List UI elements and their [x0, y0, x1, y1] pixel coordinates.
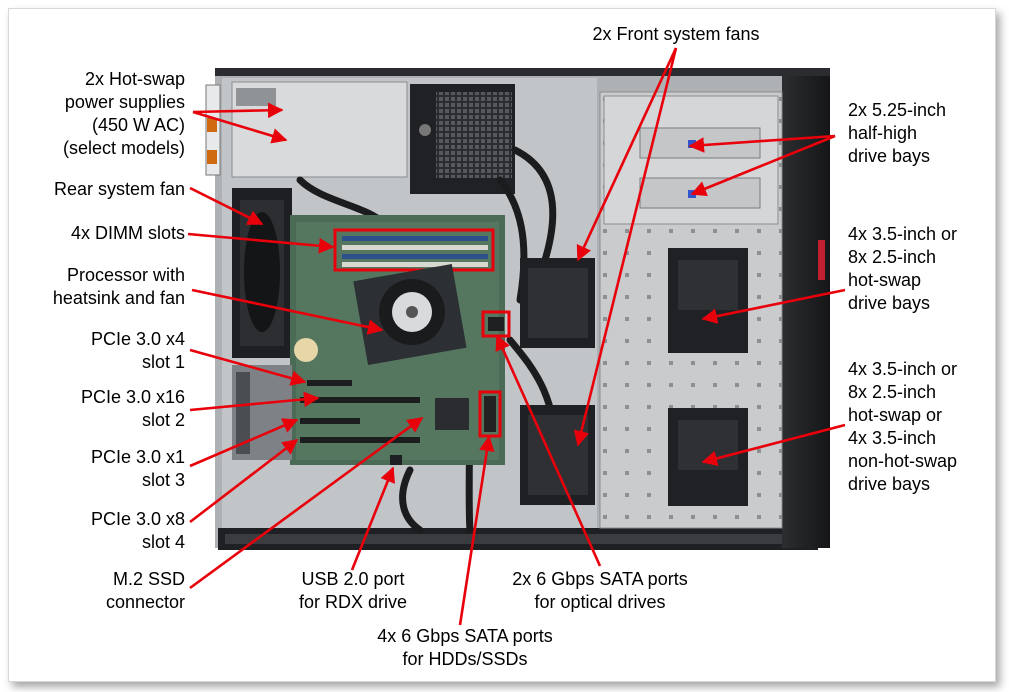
rear-fan — [232, 188, 292, 358]
power-supply-area — [205, 81, 515, 194]
label-pcie-slot-3: PCIe 3.0 x1 slot 3 — [90, 447, 185, 490]
callout-arrows — [187, 47, 846, 626]
board-components — [390, 310, 511, 465]
label-pcie-slot-4: PCIe 3.0 x8 slot 4 — [90, 509, 185, 552]
label-rear-fan: Rear system fan — [53, 179, 185, 199]
label-pcie-slot-2: PCIe 3.0 x16 slot 2 — [80, 387, 185, 430]
label-525-bays: 2x 5.25-inch half-high drive bays — [848, 100, 947, 166]
drive-cage — [599, 91, 783, 529]
label-sata-optical: 2x 6 Gbps SATA ports for optical drives — [512, 569, 688, 612]
label-mixed-bays: 4x 3.5-inch or 8x 2.5-inch hot-swap or 4… — [848, 359, 958, 494]
label-hotswap-bays: 4x 3.5-inch or 8x 2.5-inch hot-swap driv… — [848, 224, 958, 313]
dimm-slots — [333, 228, 495, 272]
label-m2-connector: M.2 SSD connector — [105, 569, 185, 612]
processor-heatsink — [294, 263, 467, 366]
label-processor: Processor with heatsink and fan — [52, 265, 185, 308]
label-front-fans: 2x Front system fans — [592, 24, 760, 44]
label-pcie-slot-1: PCIe 3.0 x4 slot 1 — [90, 329, 185, 372]
label-power-supplies: 2x Hot-swap power supplies (450 W AC) (s… — [62, 69, 185, 158]
label-sata-hdd: 4x 6 Gbps SATA ports for HDDs/SSDs — [377, 626, 553, 669]
label-dimm-slots: 4x DIMM slots — [70, 223, 185, 243]
label-usb-port: USB 2.0 port for RDX drive — [298, 569, 408, 612]
